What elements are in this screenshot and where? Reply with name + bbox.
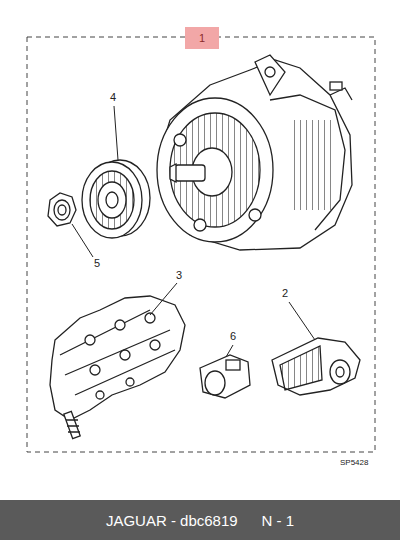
callout-number: 5 — [94, 258, 100, 269]
footer-text: N - 1 — [262, 512, 295, 529]
part-number-tag: 1 — [185, 27, 219, 49]
rectifier — [50, 296, 185, 439]
brush-holder — [200, 355, 250, 398]
callout-number: 6 — [230, 331, 236, 342]
callout-number: 2 — [282, 288, 288, 299]
callout-number: 3 — [176, 270, 182, 281]
footer-text: JAGUAR - dbc6819 — [106, 512, 238, 529]
callout-number: 4 — [110, 92, 116, 103]
callout-number: 1 — [199, 32, 205, 44]
alternator — [157, 55, 352, 250]
footer-band: JAGUAR - dbc6819 N - 1 — [0, 500, 400, 540]
voltage-regulator — [272, 338, 360, 395]
drawing-code: SP5428 — [340, 459, 368, 467]
pulley-nut — [48, 193, 76, 226]
pulley — [82, 160, 150, 238]
kit-border — [27, 37, 375, 452]
leader-lines — [72, 106, 315, 357]
